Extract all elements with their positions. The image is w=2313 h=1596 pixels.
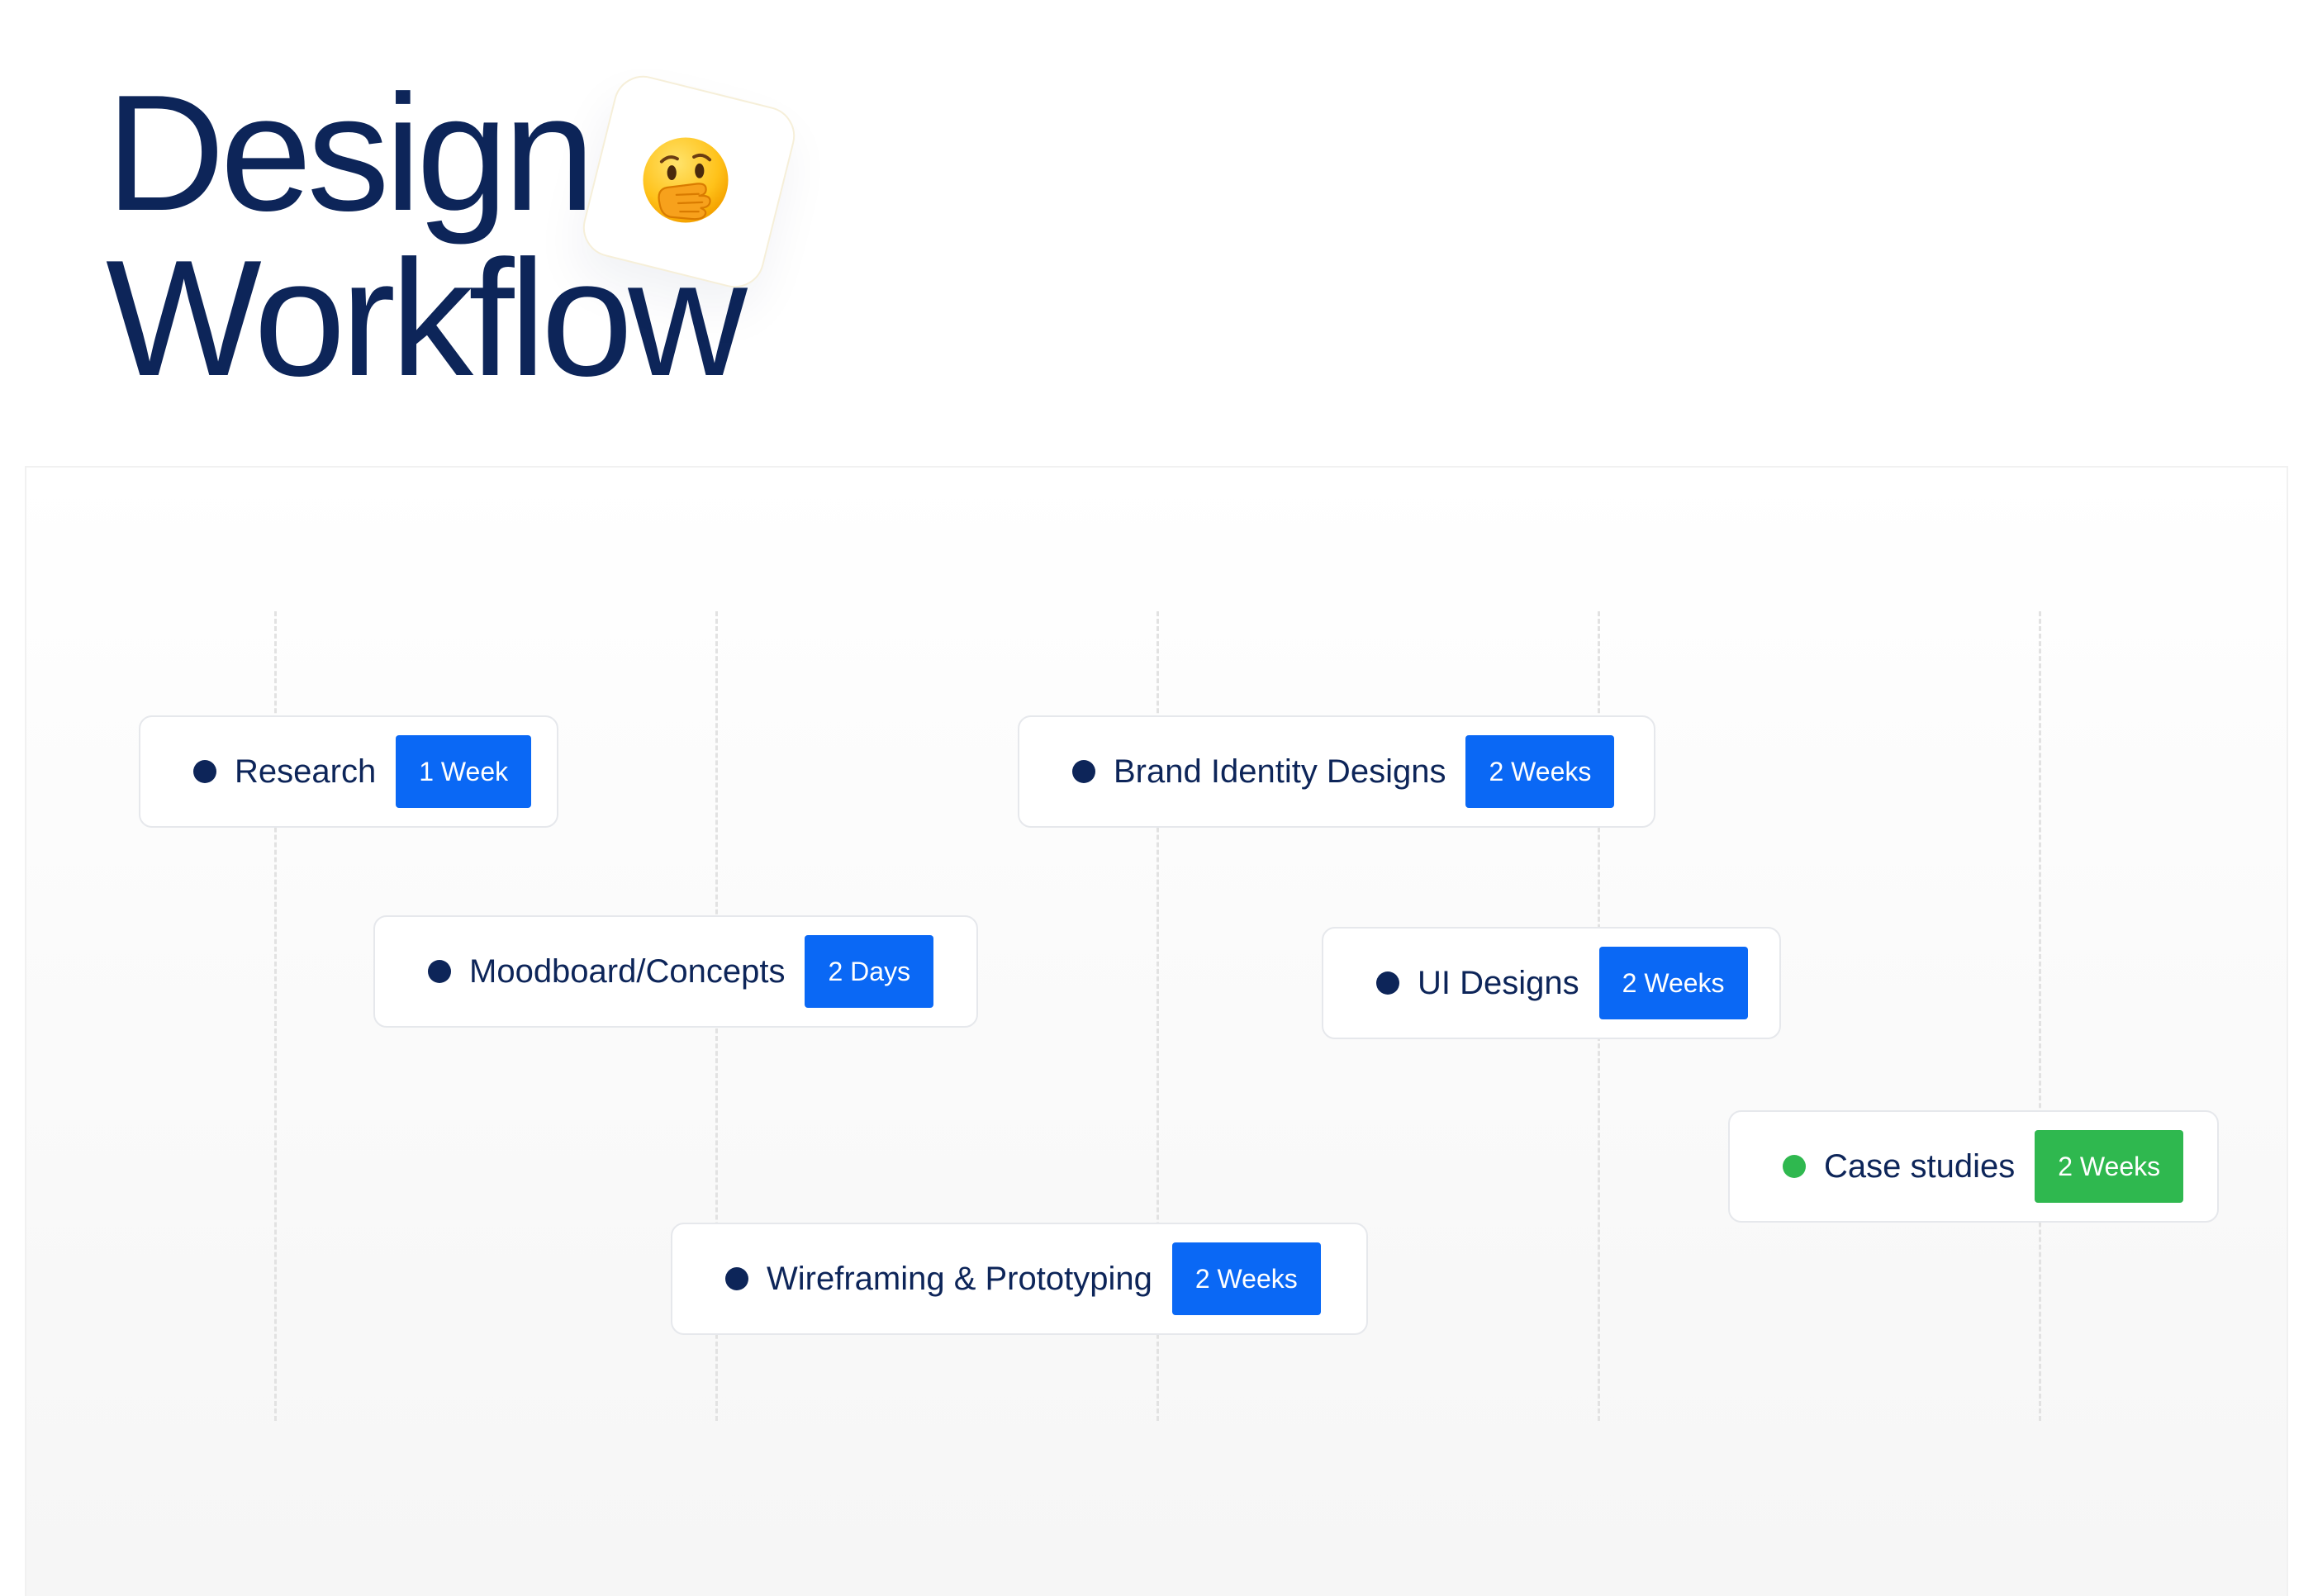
- task-label: Brand Identity Designs: [1114, 753, 1446, 790]
- duration-badge: 2 Weeks: [1598, 947, 1748, 1019]
- duration-badge: 2 Weeks: [2035, 1130, 2184, 1203]
- task-card-moodboard[interactable]: Moodboard/Concepts 2 Days: [373, 915, 978, 1028]
- task-label: Moodboard/Concepts: [469, 952, 786, 990]
- column-guide: [274, 611, 277, 1421]
- title-line-1: Design: [106, 61, 596, 245]
- status-dot: [428, 960, 451, 983]
- status-dot: [1376, 971, 1399, 995]
- status-dot: [1072, 760, 1095, 783]
- duration-badge: 1 Week: [396, 735, 532, 808]
- task-label: Wireframing & Prototyping: [767, 1260, 1152, 1297]
- duration-badge: 2 Days: [805, 935, 934, 1008]
- duration-badge: 2 Weeks: [1465, 735, 1615, 808]
- task-label: UI Designs: [1418, 964, 1579, 1001]
- task-label: Case studies: [1824, 1147, 2016, 1185]
- task-card-brand-identity[interactable]: Brand Identity Designs 2 Weeks: [1018, 715, 1655, 828]
- task-label: Research: [235, 753, 377, 790]
- column-guide: [2039, 611, 2041, 1421]
- duration-badge: 2 Weeks: [1171, 1242, 1321, 1315]
- status-dot: [1783, 1155, 1806, 1178]
- column-guide: [1156, 611, 1159, 1421]
- status-dot: [193, 760, 216, 783]
- task-card-ui-designs[interactable]: UI Designs 2 Weeks: [1322, 927, 1781, 1039]
- task-card-research[interactable]: Research 1 Week: [139, 715, 558, 828]
- status-dot: [725, 1267, 748, 1290]
- face-with-hand-over-mouth-icon: [643, 137, 729, 223]
- task-card-case-studies[interactable]: Case studies 2 Weeks: [1728, 1110, 2219, 1223]
- task-card-wireframing[interactable]: Wireframing & Prototyping 2 Weeks: [671, 1223, 1368, 1335]
